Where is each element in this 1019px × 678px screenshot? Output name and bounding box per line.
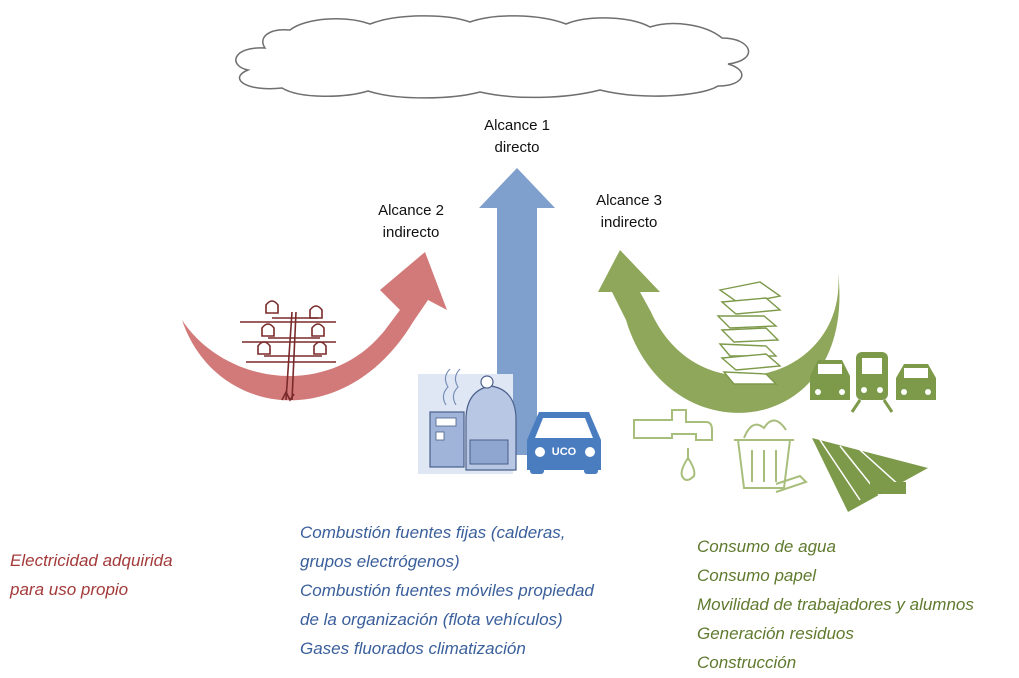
train-icon (810, 352, 936, 413)
trash-bin-icon (734, 419, 808, 493)
scope1-title: Alcance 1 (484, 117, 550, 134)
list-item: Consumo papel (697, 566, 817, 585)
boiler-icon (418, 368, 517, 474)
list-item: Electricidad adquirida (10, 551, 173, 570)
scope3-title: Alcance 3 (596, 192, 662, 209)
list-item: grupos electrógenos) (300, 552, 460, 571)
list-item: Generación residuos (697, 624, 854, 643)
power-pole-icon (240, 300, 336, 402)
scope3-items: Consumo de agua Consumo papel Movilidad … (697, 532, 974, 677)
scope1-subtitle: directo (494, 139, 540, 156)
list-item: Gases fluorados climatización (300, 639, 526, 658)
scope1-items: Combustión fuentes fijas (calderas, grup… (300, 518, 594, 663)
car-badge: UCO (552, 446, 577, 458)
list-item: para uso propio (10, 580, 129, 599)
scope2-title: Alcance 2 (378, 202, 444, 219)
cloud-icon (235, 15, 750, 99)
scope2-label: Alcance 2 indirecto (352, 200, 470, 244)
scope3-subtitle: indirecto (600, 214, 658, 231)
scope1-label: Alcance 1 directo (458, 115, 576, 159)
scope3-label: Alcance 3 indirecto (570, 190, 688, 234)
scope2-subtitle: indirecto (382, 224, 440, 241)
list-item: Combustión fuentes fijas (calderas, (300, 523, 566, 542)
car-icon (527, 412, 601, 474)
list-item: Construcción (697, 653, 797, 672)
crane-icon (812, 438, 928, 512)
water-tap-icon (633, 409, 713, 481)
list-item: Combustión fuentes móviles propiedad (300, 581, 594, 600)
list-item: de la organización (flota vehículos) (300, 610, 563, 629)
paper-stack-icon (716, 281, 782, 385)
list-item: Movilidad de trabajadores y alumnos (697, 595, 974, 614)
scope2-items: Electricidad adquirida para uso propio (10, 546, 173, 604)
scope2-arrow (182, 252, 447, 401)
scope3-arrow (598, 250, 840, 413)
list-item: Consumo de agua (697, 537, 836, 556)
